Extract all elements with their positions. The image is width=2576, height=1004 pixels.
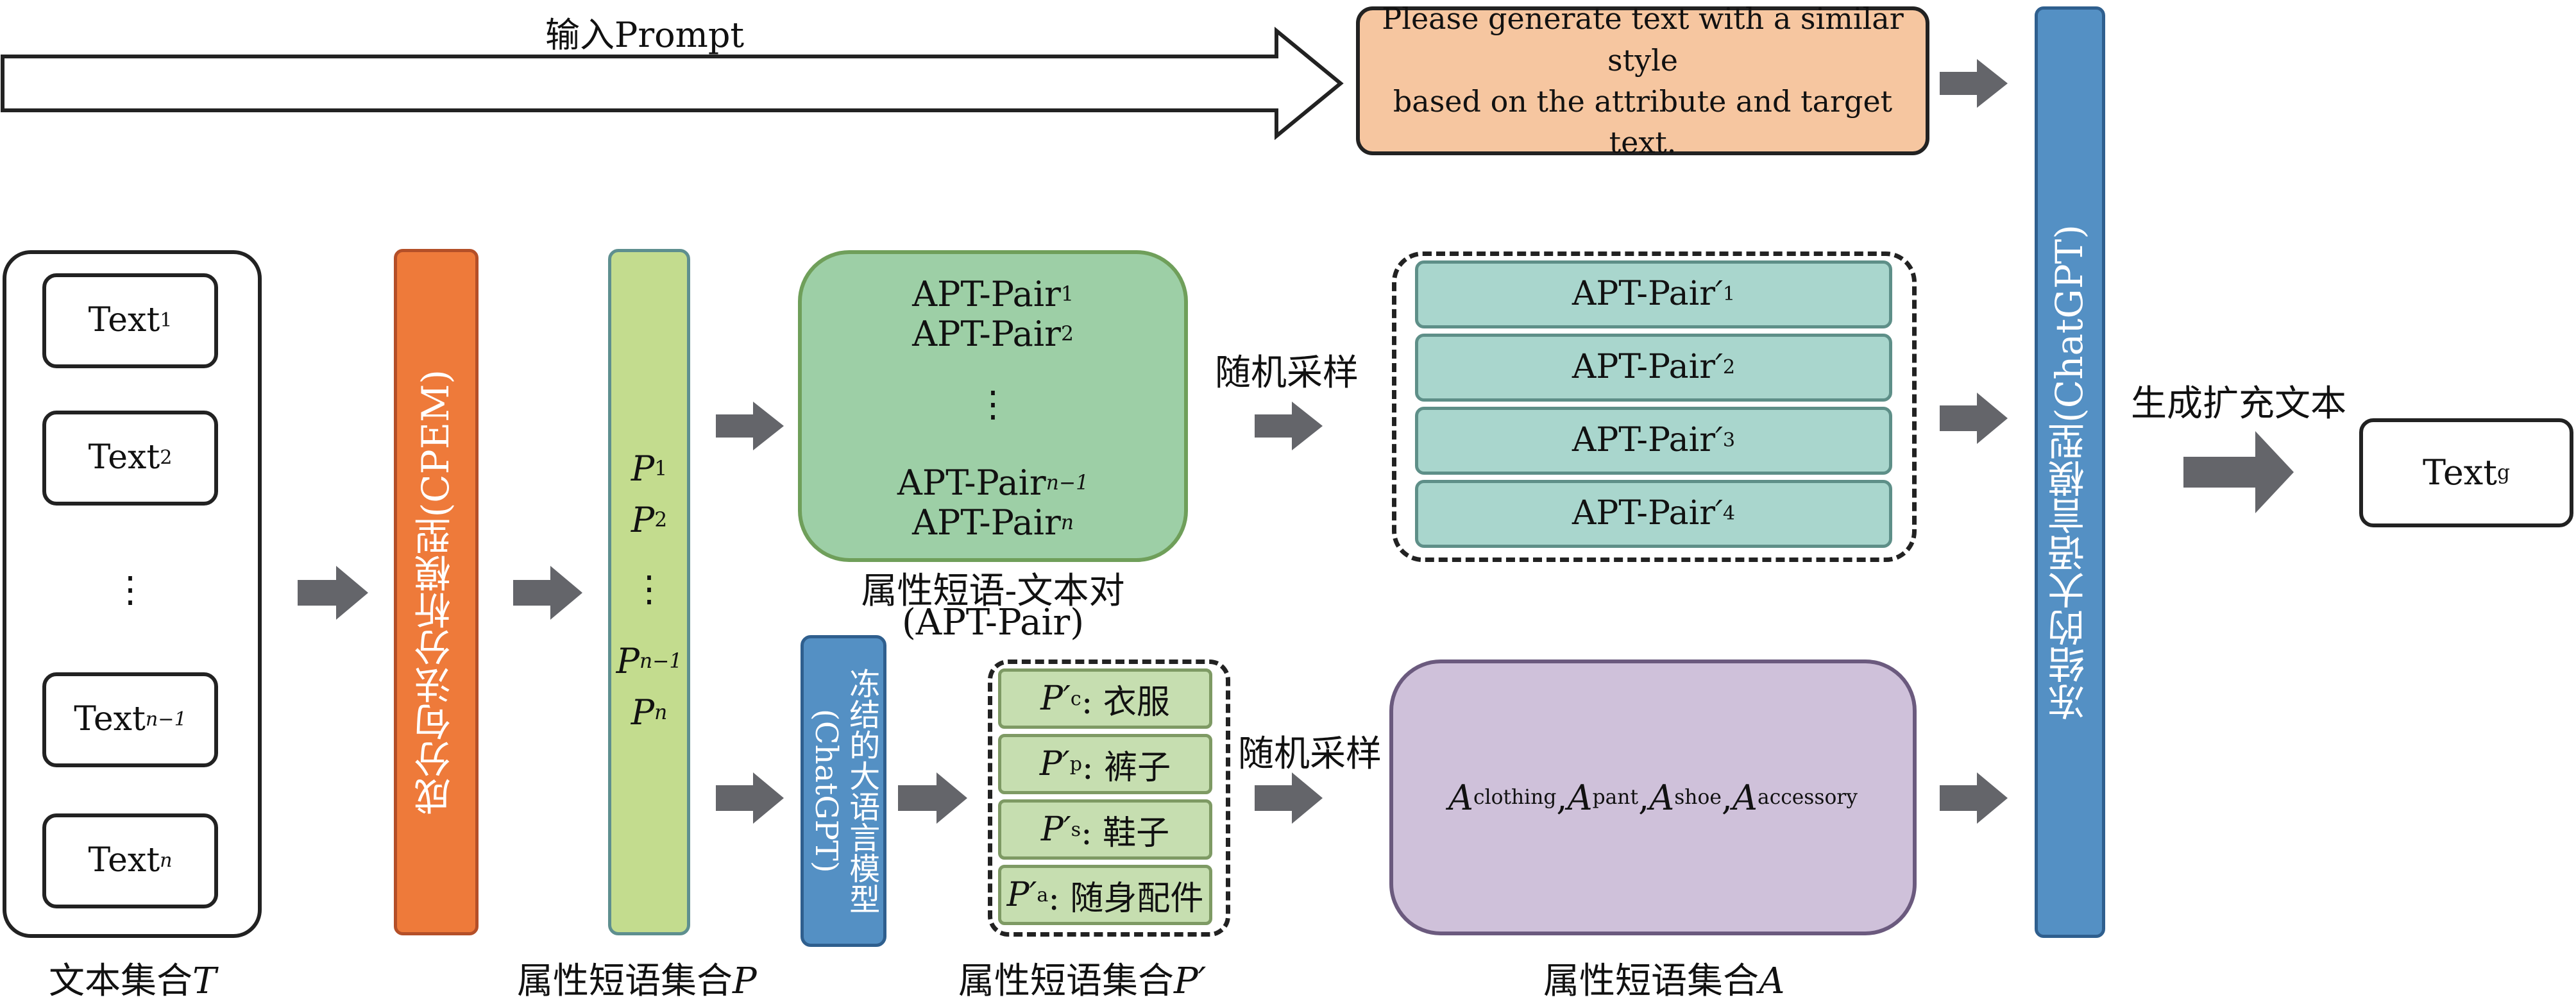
phrase-p-prime-item: P′a: 随身配件	[998, 865, 1212, 925]
phrase-set-p-caption: 属性短语集合P	[517, 960, 757, 1002]
flow-arrow	[298, 566, 368, 620]
text-set-ellipsis: ⋮	[112, 568, 148, 611]
flow-arrow	[1940, 772, 2008, 824]
attribute-set-a-caption: 属性短语集合A	[1543, 960, 1785, 1002]
sampled-apt-pair: APT-Pair′2	[1415, 334, 1892, 402]
flow-arrow	[513, 566, 582, 620]
prompt-input-label: 输入Prompt	[545, 15, 745, 55]
flow-arrow	[1255, 772, 1323, 824]
frozen-llm-big-bar: 冻结的大语言模型(ChatGPT)	[2035, 6, 2105, 938]
phrase-set-p-bar	[608, 249, 690, 935]
sampled-apt-pairs-group	[1392, 251, 1917, 562]
random-sample-label-2: 随机采样	[1238, 733, 1382, 775]
flow-arrow	[898, 772, 967, 824]
phrase-set-p-prime-group	[988, 659, 1230, 937]
apt-pair-caption-line1: 属性短语-文本对	[861, 570, 1125, 612]
generate-label: 生成扩充文本	[2131, 383, 2346, 425]
flow-arrow	[1940, 59, 2008, 108]
phrase-set-p-prime-caption: 属性短语集合P′	[958, 960, 1207, 1002]
apt-pair-caption-line2: (APT-Pair)	[901, 602, 1085, 643]
prompt-input-arrow	[1, 26, 1344, 140]
phrase-p-ellipsis: ⋮	[631, 568, 667, 610]
prompt-instruction-line2: based on the attribute and target text.	[1393, 84, 1893, 160]
sampled-apt-pair: APT-Pair′1	[1415, 260, 1892, 328]
cpem-model-bar: 成分句法分析模型(CPEM)	[394, 249, 479, 935]
frozen-llm-small-bar: 冻结的大语言模型(ChatGPT)	[801, 635, 886, 947]
prompt-instruction-box: Please generate text with a similar styl…	[1356, 1, 1929, 160]
phrase-p-prime-item: P′c: 衣服	[998, 668, 1212, 729]
prompt-instruction-line1: Please generate text with a similar styl…	[1382, 1, 1904, 78]
frozen-llm-small-label: 冻结的大语言模型(ChatGPT)	[808, 668, 880, 914]
flow-arrow	[716, 402, 784, 450]
sampled-apt-pair: APT-Pair′3	[1415, 407, 1892, 475]
random-sample-label: 随机采样	[1215, 352, 1359, 394]
phrase-p-prime-item: P′s: 鞋子	[998, 799, 1212, 860]
apt-pair-ellipsis: ⋮	[975, 383, 1011, 425]
text-set-caption: 文本集合T	[49, 960, 217, 1002]
flow-arrow	[2183, 431, 2294, 513]
phrase-p-prime-item: P′p: 裤子	[998, 734, 1212, 794]
flow-arrow	[1255, 402, 1323, 450]
apt-pair-set-box	[798, 250, 1188, 562]
sampled-apt-pair: APT-Pair′4	[1415, 480, 1892, 548]
flow-arrow	[716, 772, 784, 824]
flow-arrow	[1940, 393, 2008, 444]
